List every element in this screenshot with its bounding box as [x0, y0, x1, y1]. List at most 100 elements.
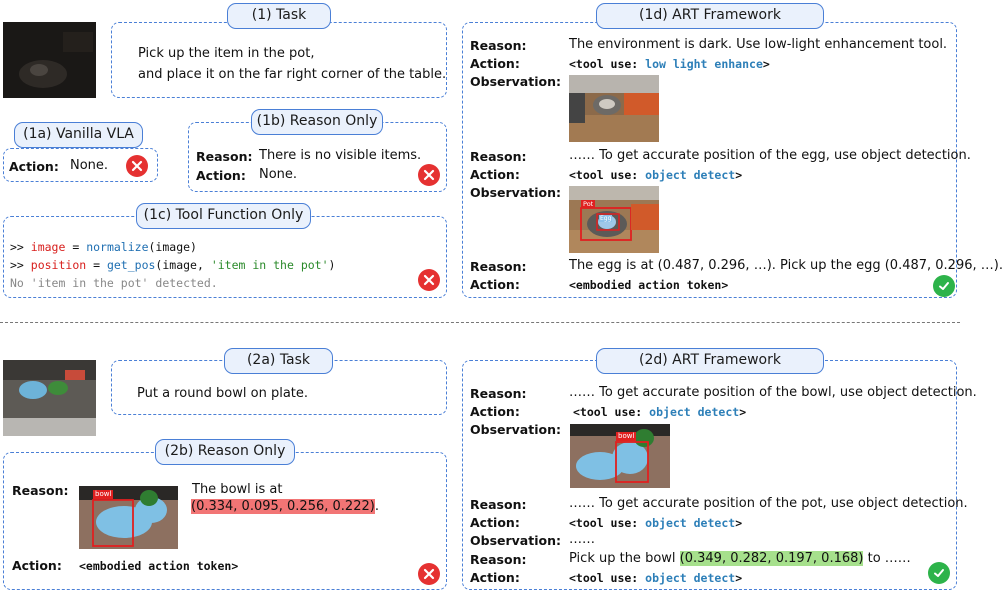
code-line-2: >> position = get_pos(image, 'item in th…	[10, 258, 335, 272]
det-label-bowl: bowl	[93, 490, 114, 499]
art1d-reason-2-value: …… To get accurate position of the egg, …	[569, 148, 971, 163]
section-divider	[0, 322, 960, 323]
reason-2b-action-value: <embodied action token>	[79, 559, 239, 573]
art1d-reason-1-value: The environment is dark. Use low-light e…	[569, 37, 948, 52]
art-framework-2d-title: (2d) ART Framework	[596, 348, 824, 374]
code-args-open: (image,	[155, 258, 211, 272]
vanilla-vla-action-label: Action:	[9, 159, 59, 174]
code-eq: =	[65, 240, 87, 254]
code-prompt: >>	[10, 258, 31, 272]
code-var: position	[30, 258, 87, 272]
tool-suffix: >	[739, 405, 747, 419]
art2d-reason-1-label: Reason:	[470, 386, 527, 401]
reason-2b-end: .	[374, 499, 379, 514]
reason-2b-reason-label: Reason:	[12, 483, 69, 498]
reason-only-1b-title: (1b) Reason Only	[251, 109, 383, 135]
code-eq: =	[86, 258, 107, 272]
wrong-coords-highlight: (0.334, 0.095, 0.256, 0.222)	[191, 499, 375, 514]
code-args: (image)	[148, 240, 197, 254]
reason-1b-action-value: None.	[259, 167, 298, 182]
art1d-action-2-label: Action:	[470, 167, 520, 182]
bowl-detection-photo-2: bowl	[570, 424, 670, 488]
reason-2b-reason-line-1: The bowl is at	[192, 482, 283, 497]
code-args-close: )	[328, 258, 336, 272]
art2d-observation-1-label: Observation:	[470, 422, 561, 437]
tool-name: object detect	[645, 516, 736, 530]
reason-3-suffix: to ……	[863, 551, 911, 566]
reason-2b-reason-line-2: (0.334, 0.095, 0.256, 0.222).	[191, 499, 379, 514]
art2d-action-2-label: Action:	[470, 515, 520, 530]
reason-1b-reason-label: Reason:	[196, 149, 253, 164]
tool-suffix: >	[735, 571, 743, 585]
tool-prefix: <tool use:	[569, 571, 646, 585]
enhanced-kitchen-photo	[569, 75, 659, 142]
art2d-reason-3-value: Pick up the bowl (0.349, 0.282, 0.197, 0…	[569, 551, 911, 566]
egg-detection-photo: Pot Egg	[569, 186, 659, 253]
tool-name: low light enhance	[645, 57, 763, 71]
art2d-reason-2-value: …… To get accurate position of the pot, …	[569, 496, 968, 511]
det-label-bowl: bowl	[616, 432, 637, 441]
correct-coords-highlight: (0.349, 0.282, 0.197, 0.168)	[679, 551, 864, 566]
art1d-action-3-value: <embodied action token>	[569, 278, 729, 292]
fail-x-icon	[418, 563, 440, 585]
tool-name: object detect	[645, 571, 736, 585]
task-2a-line-1: Put a round bowl on plate.	[137, 386, 309, 401]
code-var: image	[30, 240, 66, 254]
det-label-pot: Pot	[581, 200, 596, 208]
fail-x-icon	[418, 269, 440, 291]
tool-suffix: >	[735, 168, 743, 182]
reason-only-2b-title: (2b) Reason Only	[155, 439, 295, 465]
reason-1b-action-label: Action:	[196, 168, 246, 183]
art2d-reason-2-label: Reason:	[470, 497, 527, 512]
code-fn: normalize	[86, 240, 149, 254]
scene-photo-dark	[3, 22, 96, 98]
art2d-observation-2-label: Observation:	[470, 533, 561, 548]
art2d-reason-1-value: …… To get accurate position of the bowl,…	[569, 385, 977, 400]
tool-function-1c-title: (1c) Tool Function Only	[136, 203, 311, 229]
reason-1b-reason-value: There is no visible items.	[259, 148, 422, 163]
scene-photo-bowl	[3, 360, 96, 436]
art2d-reason-3-label: Reason:	[470, 552, 527, 567]
bowl-detection-photo: bowl	[79, 486, 178, 549]
task-1-line-2: and place it on the far right corner of …	[138, 67, 447, 82]
code-line-3: No 'item in the pot' detected.	[10, 276, 218, 290]
reason-2b-action-label: Action:	[12, 558, 62, 573]
art1d-reason-1-label: Reason:	[470, 38, 527, 53]
reason-3-prefix: Pick up the bowl	[569, 551, 680, 566]
task-1-line-1: Pick up the item in the pot,	[138, 46, 315, 61]
art-framework-1d-title: (1d) ART Framework	[596, 3, 824, 29]
code-prompt: >>	[10, 240, 31, 254]
success-check-icon	[933, 275, 955, 297]
art1d-action-2-value: <tool use: object detect>	[569, 168, 742, 182]
art2d-action-3-label: Action:	[470, 570, 520, 585]
success-check-icon	[928, 562, 950, 584]
art2d-observation-2-value: ……	[569, 532, 595, 547]
tool-prefix: <tool use:	[573, 405, 650, 419]
vanilla-vla-action-value: None.	[70, 158, 109, 173]
code-string: 'item in the pot'	[210, 258, 329, 272]
art1d-reason-2-label: Reason:	[470, 149, 527, 164]
art1d-action-1-label: Action:	[470, 56, 520, 71]
vanilla-vla-box	[3, 148, 158, 182]
art1d-action-3-label: Action:	[470, 277, 520, 292]
task-2a-title: (2a) Task	[224, 348, 333, 374]
code-fn: get_pos	[106, 258, 156, 272]
art1d-action-1-value: <tool use: low light enhance>	[569, 57, 770, 71]
tool-suffix: >	[735, 516, 743, 530]
tool-name: object detect	[645, 168, 736, 182]
task-1-title: (1) Task	[227, 3, 331, 29]
tool-suffix: >	[762, 57, 770, 71]
det-label-egg: Egg	[599, 215, 613, 222]
art2d-action-1-value: <tool use: object detect>	[573, 405, 746, 419]
fail-x-icon	[126, 155, 148, 177]
tool-name: object detect	[649, 405, 740, 419]
tool-prefix: <tool use:	[569, 168, 646, 182]
art2d-action-1-label: Action:	[470, 404, 520, 419]
vanilla-vla-title: (1a) Vanilla VLA	[14, 122, 143, 148]
tool-prefix: <tool use:	[569, 57, 646, 71]
art1d-reason-3-value: The egg is at (0.487, 0.296, …). Pick up…	[569, 258, 1003, 273]
art1d-reason-3-label: Reason:	[470, 259, 527, 274]
art1d-observation-1-label: Observation:	[470, 74, 561, 89]
art2d-action-2-value: <tool use: object detect>	[569, 516, 742, 530]
fail-x-icon	[418, 164, 440, 186]
